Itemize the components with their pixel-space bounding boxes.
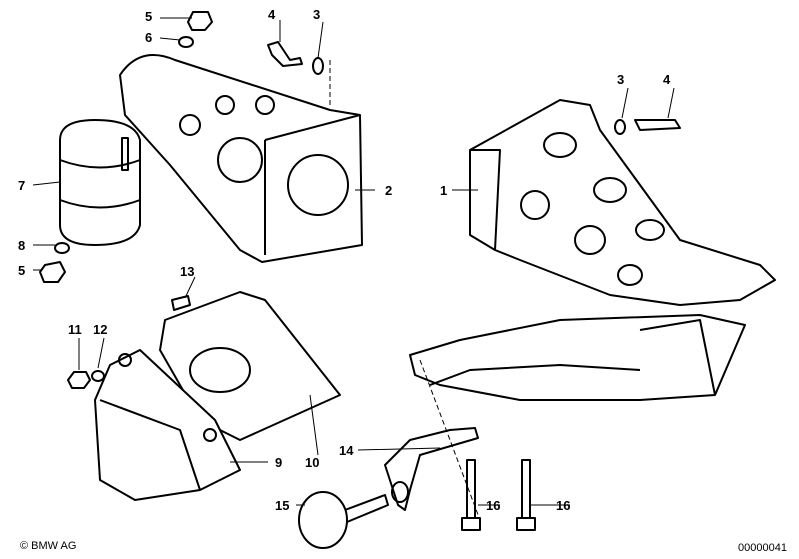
rubber-mount: [59, 119, 141, 246]
callout-9: 9: [275, 455, 283, 470]
callout-1: 1: [440, 183, 448, 198]
diagram-id: 00000041: [738, 542, 787, 554]
callout-11: 11: [68, 322, 82, 337]
callout-3: 3: [313, 7, 321, 22]
callout-6: 6: [145, 30, 153, 45]
callout-15: 15: [275, 498, 290, 513]
callout-14: 14: [339, 443, 354, 458]
crossmember: [409, 314, 746, 401]
callout-12: 12: [93, 322, 108, 337]
gearbox-cover: [67, 349, 241, 501]
callout-16b: 16: [556, 498, 571, 513]
callout-7: 7: [18, 178, 26, 193]
callout-4b: 4: [663, 72, 671, 87]
fasteners: [39, 11, 324, 283]
callout-10: 10: [305, 455, 320, 470]
support-parts: [298, 427, 536, 549]
leader-lines: [32, 17, 675, 521]
callout-4: 4: [268, 7, 276, 22]
callout-13: 13: [180, 264, 195, 279]
callout-5b: 5: [18, 263, 26, 278]
callout-3b: 3: [617, 72, 625, 87]
engine-bracket-left: [119, 54, 363, 263]
heat-shield: [159, 291, 341, 441]
engine-bracket-right: [469, 99, 776, 306]
callout-5: 5: [145, 9, 153, 24]
copyright: © BMW AG: [20, 540, 77, 552]
callout-16: 16: [486, 498, 501, 513]
callout-2: 2: [385, 183, 393, 198]
callout-8: 8: [18, 238, 26, 253]
